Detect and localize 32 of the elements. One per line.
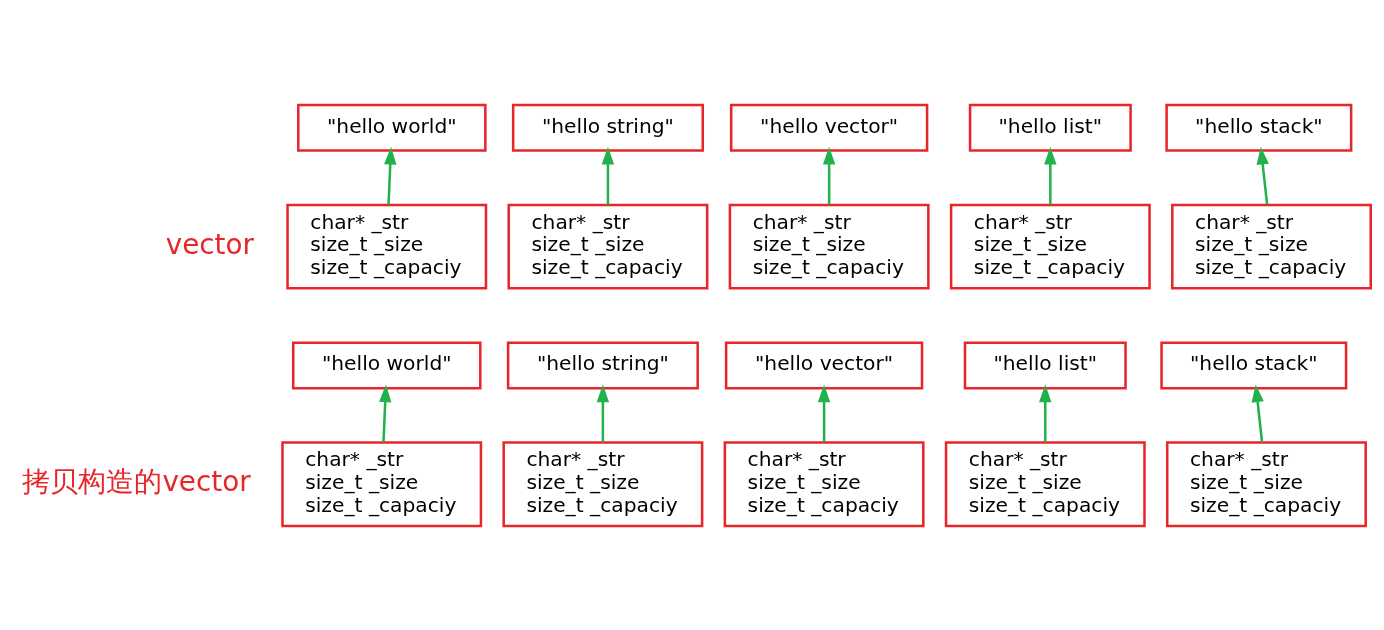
node-box: "hello string"	[506, 340, 699, 389]
node-box: char* _str size_t _size size_t _capaciy	[728, 203, 930, 290]
node-box: "hello world"	[291, 340, 482, 389]
node-box: char* _str size_t _size size_t _capaciy	[507, 203, 709, 290]
arrow	[1044, 146, 1057, 205]
label: vector	[165, 227, 254, 261]
arrow	[1039, 383, 1052, 442]
arrow	[817, 383, 831, 442]
node-box: char* _str size_t _size size_t _capaciy	[502, 440, 704, 527]
node-box: "hello world"	[297, 103, 487, 152]
node-box: "hello stack"	[1160, 340, 1348, 389]
arrow	[822, 146, 836, 205]
arrow	[601, 146, 615, 205]
arrow	[384, 146, 397, 205]
arrow	[379, 383, 392, 442]
node-box: "hello vector"	[729, 103, 929, 152]
node-box: "hello list"	[963, 340, 1127, 389]
arrow	[1256, 146, 1269, 205]
node-box: char* _str size_t _size size_t _capaciy	[1165, 440, 1367, 527]
node-box: "hello list"	[968, 103, 1132, 152]
node-box: "hello string"	[511, 103, 704, 152]
arrow	[596, 383, 610, 442]
arrow	[1251, 383, 1264, 442]
node-box: char* _str size_t _size size_t _capaciy	[723, 440, 925, 527]
node-box: "hello stack"	[1165, 103, 1353, 152]
node-box: char* _str size_t _size size_t _capaciy	[1171, 203, 1372, 290]
label: 拷贝构造的vector	[22, 464, 251, 498]
node-box: char* _str size_t _size size_t _capaciy	[949, 203, 1151, 290]
node-box: "hello vector"	[724, 340, 924, 389]
node-box: char* _str size_t _size size_t _capaciy	[286, 203, 488, 290]
node-box: char* _str size_t _size size_t _capaciy	[944, 440, 1146, 527]
node-box: char* _str size_t _size size_t _capaciy	[281, 440, 483, 527]
